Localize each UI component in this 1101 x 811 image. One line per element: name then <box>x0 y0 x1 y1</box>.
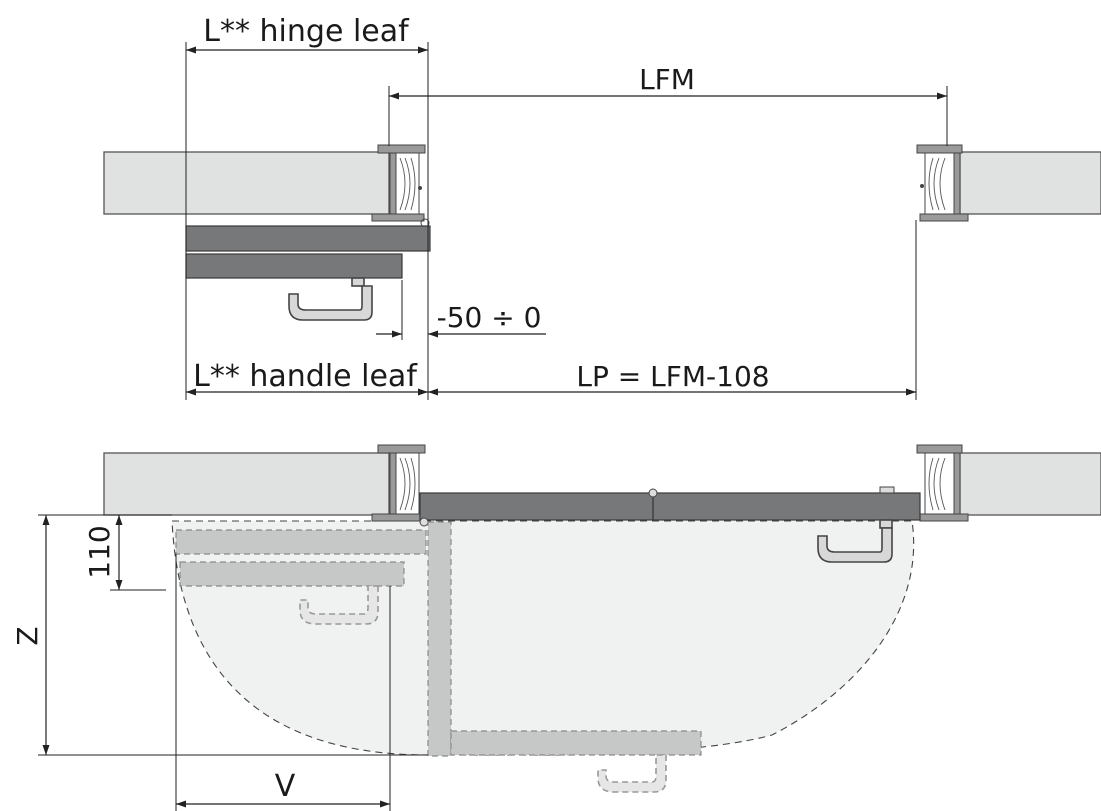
left-wall-top <box>103 151 390 215</box>
swing-area <box>171 520 915 756</box>
left-frame-bottom <box>371 444 426 522</box>
ghost-handle-icon <box>597 754 667 793</box>
label-lp: LP = LFM-108 <box>576 360 769 393</box>
right-wall-top <box>959 151 1101 215</box>
top-view: L** hinge leaf LFM -50 ÷ 0 L** handle le… <box>103 14 1101 400</box>
right-frame-bottom <box>916 444 969 522</box>
left-wall-bottom <box>103 452 390 516</box>
label-hinge-leaf: L** hinge leaf <box>203 14 410 49</box>
right-frame-top <box>916 144 969 222</box>
closed-leaves <box>419 492 921 521</box>
label-lfm: LFM <box>639 63 695 96</box>
ghost-leaf-vertical <box>427 521 452 757</box>
label-z: Z <box>11 626 44 645</box>
ghost-handle-icon <box>299 585 379 625</box>
handle-icon <box>817 519 893 563</box>
ghost-leaf-left-2 <box>179 561 405 587</box>
bottom-view: 110 Z V <box>11 444 1101 811</box>
ghost-leaf-bottom <box>450 730 702 756</box>
right-wall-bottom <box>959 452 1101 516</box>
handle-icon <box>288 277 373 321</box>
hinge-leaf-top <box>185 225 431 252</box>
handle-leaf-top <box>185 253 403 279</box>
left-frame-top <box>371 144 430 228</box>
ghost-leaf-left-1 <box>175 529 427 555</box>
label-110: 110 <box>83 525 116 578</box>
label-handle-leaf: L** handle leaf <box>193 359 418 394</box>
label-offset: -50 ÷ 0 <box>437 301 542 334</box>
label-v: V <box>275 769 296 804</box>
